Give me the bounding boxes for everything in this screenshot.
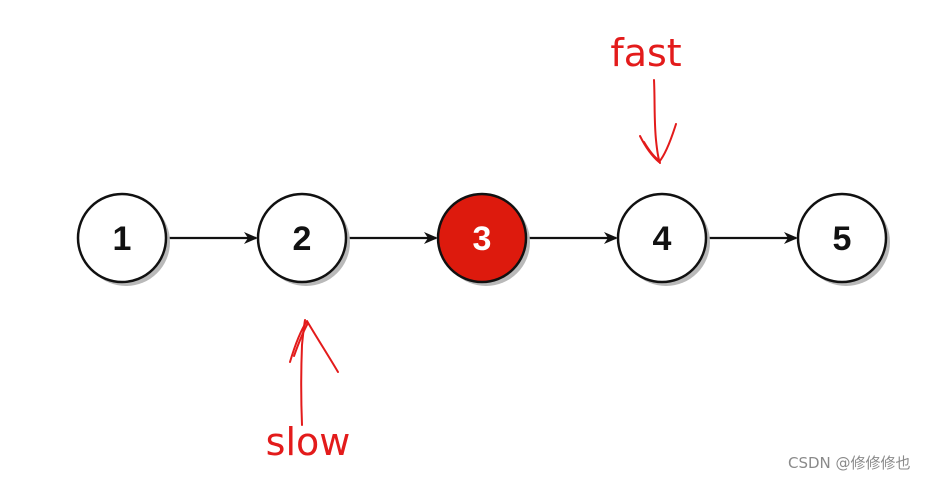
watermark: CSDN @修修修也: [788, 454, 911, 472]
node-circle: [616, 192, 708, 284]
list-node-4: 4: [616, 192, 710, 286]
node-circle: [256, 192, 348, 284]
list-node-2: 2: [256, 192, 350, 286]
node-label: 2: [293, 220, 312, 258]
fast-pointer-arrow: [639, 79, 677, 164]
node-circle-highlighted: [436, 192, 528, 284]
list-node-3: 3: [436, 192, 530, 286]
fast-pointer-label: fast: [610, 31, 681, 75]
slow-pointer-arrow: [289, 319, 339, 426]
node-label: 4: [653, 220, 672, 258]
node-circle: [76, 192, 168, 284]
node-label: 1: [113, 220, 132, 258]
node-label: 3: [473, 220, 492, 258]
slow-pointer-label: slow: [266, 420, 351, 464]
node-circle: [796, 192, 888, 284]
list-node-5: 5: [796, 192, 890, 286]
list-node-1: 1: [76, 192, 170, 286]
node-label: 5: [833, 220, 852, 258]
